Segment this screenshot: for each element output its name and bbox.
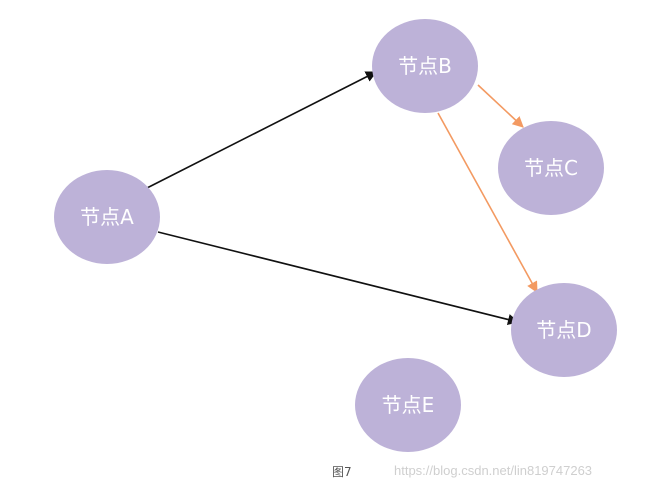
node-e-label: 节点E — [382, 393, 435, 417]
edge-a-to-d — [157, 231, 520, 325]
figure-caption: 图7 — [332, 465, 352, 479]
node-c: 节点C — [498, 121, 604, 215]
node-a-label: 节点A — [80, 205, 134, 229]
node-a: 节点A — [54, 170, 160, 264]
edge-b-to-c — [477, 84, 524, 128]
node-b-label: 节点B — [398, 54, 452, 78]
node-c-label: 节点C — [524, 156, 578, 180]
node-d: 节点D — [511, 283, 617, 377]
edge-b-to-d — [437, 112, 538, 293]
watermark-url: https://blog.csdn.net/lin819747263 — [394, 463, 593, 478]
node-e: 节点E — [355, 358, 461, 452]
node-d-label: 节点D — [536, 318, 591, 342]
edge-a-to-b — [144, 71, 377, 190]
node-b: 节点B — [372, 19, 478, 113]
